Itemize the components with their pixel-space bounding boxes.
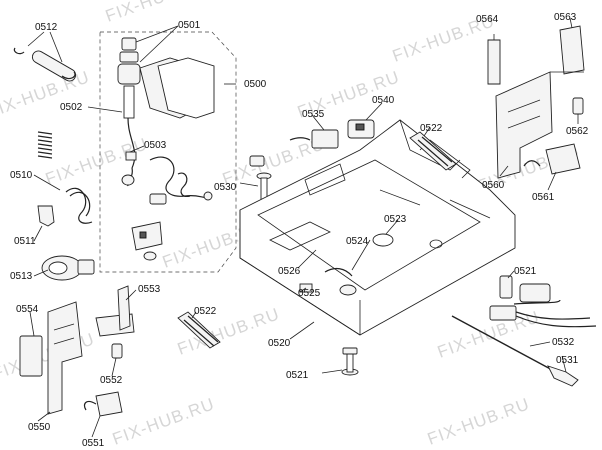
label-0522-lower: 0522: [194, 306, 217, 317]
part-0531-plug: [547, 365, 579, 387]
label-0525: 0525: [298, 288, 321, 299]
label-0501: 0501: [178, 20, 201, 31]
part-0552-clip: [111, 343, 123, 359]
part-0550-frame: [47, 301, 83, 415]
part-0563-bracket: [550, 25, 585, 75]
label-0522-upper: 0522: [420, 123, 443, 134]
label-0521-upper: 0521: [514, 266, 537, 277]
assembly-0500-outline: [99, 31, 237, 273]
part-0554-cover: [19, 335, 43, 377]
label-0560: 0560: [482, 180, 505, 191]
label-0512: 0512: [35, 22, 58, 33]
part-0551-sensor: [83, 391, 123, 417]
leader-lines: [27, 17, 579, 438]
label-0511: 0511: [14, 236, 36, 247]
part-0532-rod: [451, 315, 557, 373]
part-0564-bracket: [487, 39, 501, 85]
watermark: FIX-HUB.RU: [0, 67, 92, 122]
part-0522-cable-guide-lower: [177, 311, 221, 349]
label-0550: 0550: [28, 422, 51, 433]
part-labels: 0512 0501 0500 0502 0503 0510 0511 0513 …: [10, 12, 589, 449]
label-0523: 0523: [384, 214, 407, 225]
part-0562-clip: [572, 97, 584, 115]
label-0532: 0532: [552, 337, 575, 348]
label-0521-lower: 0521: [286, 370, 309, 381]
label-0500: 0500: [244, 79, 267, 90]
part-wiring-harness: [489, 283, 597, 328]
part-bracket-small: [131, 221, 163, 261]
part-0535-connector: [289, 129, 339, 149]
label-0520: 0520: [268, 338, 291, 349]
label-0553: 0553: [138, 284, 161, 295]
label-0502: 0502: [60, 102, 83, 113]
label-0530: 0530: [214, 182, 237, 193]
part-0513-pump: [41, 255, 95, 281]
label-0526: 0526: [278, 266, 301, 277]
label-0561: 0561: [532, 192, 555, 203]
part-0503-hose: [149, 156, 213, 205]
part-0521-connector-upper: [499, 275, 513, 299]
watermark: FIX-HUB.RU: [110, 394, 217, 449]
part-0512-clamp: [13, 47, 77, 82]
label-0563: 0563: [554, 12, 577, 23]
watermark: FIX-HUB.RU: [425, 394, 532, 449]
part-0560-side-bracket: [495, 71, 553, 179]
label-0531: 0531: [556, 355, 579, 366]
part-0522-cable-guide-upper: [409, 131, 457, 171]
part-0510-spring: [37, 131, 93, 224]
label-0554: 0554: [16, 304, 39, 315]
part-0553-bracket: [95, 285, 135, 337]
watermark: FIX-HUB.RU: [175, 304, 282, 359]
part-0530-screw: [249, 155, 272, 201]
label-0535: 0535: [302, 109, 325, 120]
label-0510: 0510: [10, 170, 33, 181]
part-0540-switch: [347, 119, 375, 139]
part-0561-sensor: [523, 143, 581, 175]
label-0564: 0564: [476, 14, 499, 25]
label-0562: 0562: [566, 126, 589, 137]
label-0540: 0540: [372, 95, 395, 106]
label-0513: 0513: [10, 271, 33, 282]
label-0503: 0503: [144, 140, 167, 151]
part-0511-clip: [37, 205, 55, 227]
label-0551: 0551: [82, 438, 105, 449]
part-0521-connector-lower: [341, 347, 359, 376]
part-0502-valve-assembly: [117, 37, 215, 187]
label-0524: 0524: [346, 236, 369, 247]
label-0552: 0552: [100, 375, 123, 386]
